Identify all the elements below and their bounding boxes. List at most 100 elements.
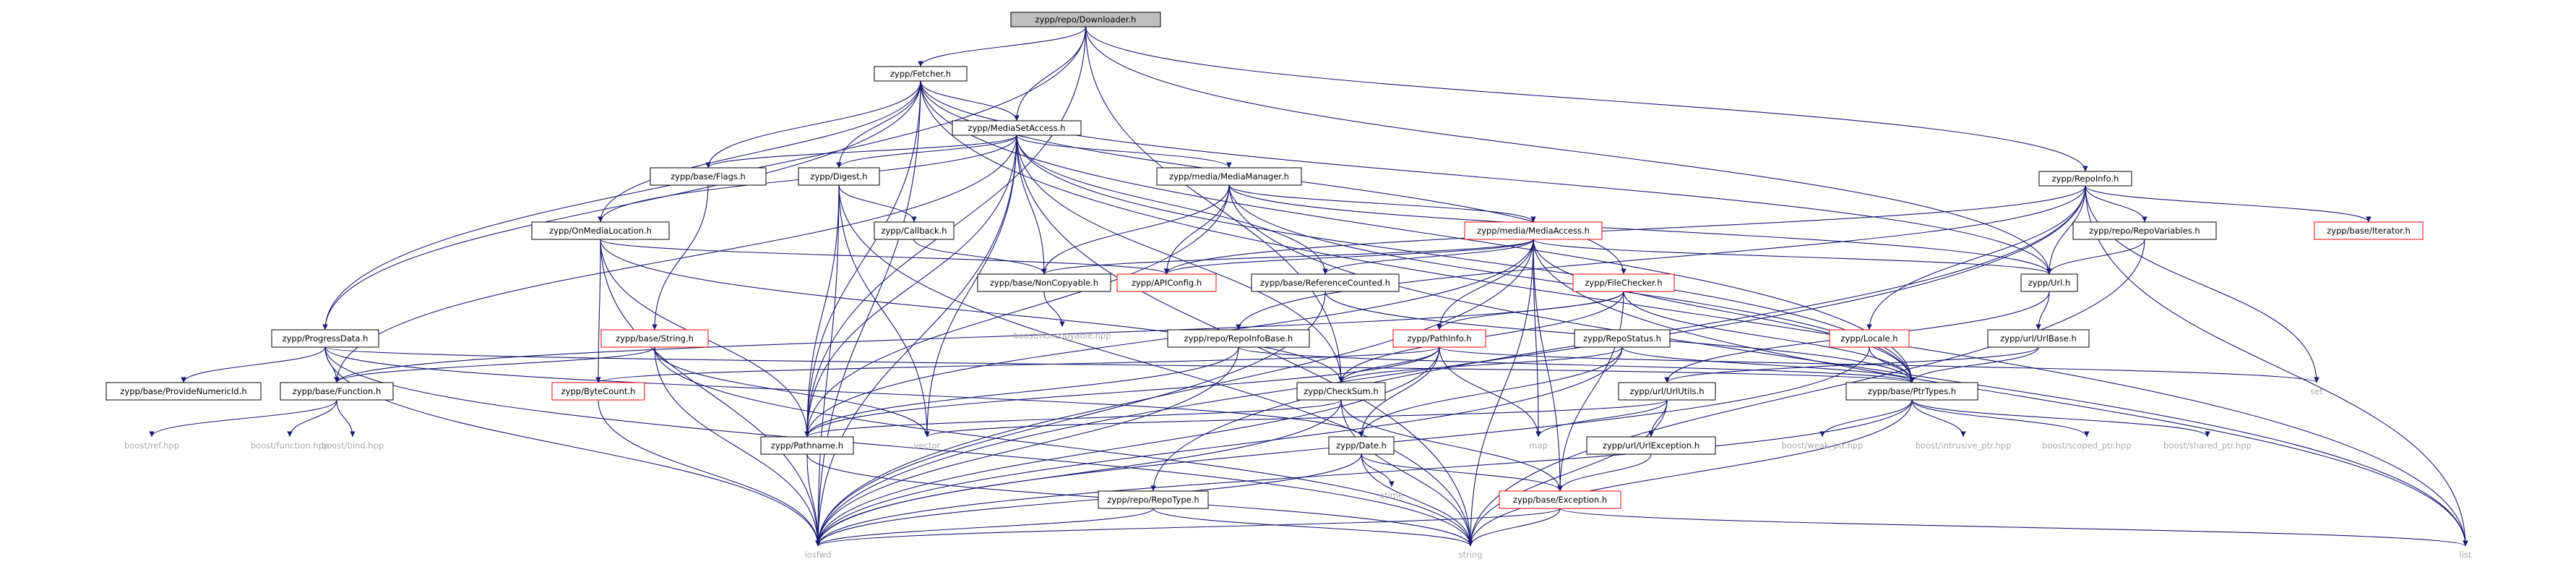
edge-string-to-vector <box>654 346 930 438</box>
edge-ptrtypes-to-sharedptr <box>1911 399 2210 438</box>
edge-mediaaccess-to-list <box>1533 239 2468 547</box>
node-zypp-url-urlbase-h[interactable]: zypp/url/UrlBase.h <box>1987 329 2090 348</box>
node-zypp-repo-repoinfobase-h[interactable]: zypp/repo/RepoInfoBase.h <box>1167 329 1310 348</box>
edge-exception-to-list <box>1559 508 2468 547</box>
edge-pathinfo-to-checksum <box>1338 346 1440 383</box>
edge-progressdata-to-providenumericid <box>181 346 326 383</box>
edge-digest-to-pathname <box>804 184 840 438</box>
node-zypp-media-mediamanager-h[interactable]: zypp/media/MediaManager.h <box>1156 167 1302 186</box>
node-box <box>977 273 1111 292</box>
node-zypp-bytecount-h[interactable]: zypp/ByteCount.h <box>551 382 645 401</box>
edge-mediasetaccess-to-refcounted <box>1016 135 1328 275</box>
edge-filechecker-to-function <box>334 291 1624 383</box>
node-zypp-repo-downloader-h[interactable]: zypp/repo/Downloader.h <box>1010 12 1161 27</box>
edge-onmedialocation-to-iosfwd <box>600 239 821 547</box>
node-zypp-mediasetaccess-h[interactable]: zypp/MediaSetAccess.h <box>952 120 1082 136</box>
edge-fetcher-to-onmedialocation <box>598 80 921 223</box>
node-zypp-base-function-h[interactable]: zypp/base/Function.h <box>280 382 394 401</box>
node-box <box>551 382 645 401</box>
node-zypp-url-h[interactable]: zypp/Url.h <box>2020 273 2078 292</box>
node-label: zypp/RepoStatus.h <box>1583 333 1661 344</box>
node-zypp-base-referencecounted-h[interactable]: zypp/base/ReferenceCounted.h <box>1251 273 1400 292</box>
node-zypp-url-urlexception-h[interactable]: zypp/url/UrlException.h <box>1586 436 1716 455</box>
node-box <box>798 167 880 186</box>
node-zypp-onmedialocation-h[interactable]: zypp/OnMediaLocation.h <box>531 221 670 240</box>
node-zypp-filechecker-h[interactable]: zypp/FileChecker.h <box>1572 273 1675 292</box>
node-zypp-repoinfo-h[interactable]: zypp/RepoInfo.h <box>2038 171 2132 187</box>
node-zypp-base-providenumericid-h[interactable]: zypp/base/ProvideNumericId.h <box>105 382 262 401</box>
node-box <box>1296 382 1386 401</box>
node-zypp-callback-h[interactable]: zypp/Callback.h <box>874 221 955 240</box>
edge-repotype-to-iosfwd <box>815 508 1154 547</box>
node-box <box>1829 329 1910 348</box>
node-zypp-base-ptrtypes-h[interactable]: zypp/base/PtrTypes.h <box>1845 382 1978 401</box>
node-zypp-pathinfo-h[interactable]: zypp/PathInfo.h <box>1392 329 1486 348</box>
node-zypp-repo-repovariables-h[interactable]: zypp/repo/RepoVariables.h <box>2072 221 2217 240</box>
node-label: map <box>1529 440 1548 451</box>
node-zypp-progressdata-h[interactable]: zypp/ProgressData.h <box>271 329 379 348</box>
edge-onmedialocation-to-bytecount <box>595 239 601 383</box>
node-zypp-fetcher-h[interactable]: zypp/Fetcher.h <box>874 66 968 82</box>
node-zypp-media-mediaaccess-h[interactable]: zypp/media/MediaAccess.h <box>1464 221 1603 240</box>
node-vector: vector <box>914 440 941 451</box>
node-zypp-repostatus-h[interactable]: zypp/RepoStatus.h <box>1574 329 1671 348</box>
node-zypp-checksum-h[interactable]: zypp/CheckSum.h <box>1296 382 1386 401</box>
node-box <box>1586 436 1716 455</box>
edge-date-to-exception <box>1361 453 1563 492</box>
node-label: zypp/Locale.h <box>1840 333 1897 344</box>
edge-digest-to-vector <box>838 184 930 438</box>
node-label: zypp/base/Iterator.h <box>2327 226 2411 236</box>
edge-noncopyable-to-boostnoncopyable <box>1043 291 1065 328</box>
edge-string-to-iosfwd <box>654 346 821 547</box>
edge-downloader-to-fetcher <box>918 26 1087 67</box>
node-label: zypp/OnMediaLocation.h <box>549 226 652 236</box>
node-label: zypp/repo/Downloader.h <box>1035 14 1137 25</box>
edge-fetcher-to-list <box>920 80 2468 547</box>
node-label: zypp/FileChecker.h <box>1585 278 1662 288</box>
node-label: zypp/APIConfig.h <box>1132 278 1202 288</box>
edge-pathinfo-to-bytecount <box>595 346 1440 383</box>
node-label: zypp/base/PtrTypes.h <box>1868 386 1956 396</box>
node-box <box>2038 171 2132 187</box>
node-zypp-pathname-h[interactable]: zypp/Pathname.h <box>760 436 854 455</box>
node-zypp-url-urlutils-h[interactable]: zypp/url/UrlUtils.h <box>1618 382 1716 401</box>
node-box <box>1987 329 2090 348</box>
node-label: boost/function.hpp <box>251 440 329 451</box>
edge-repoinfo-to-repoinfobase <box>1236 185 2086 331</box>
node-label: zypp/base/Function.h <box>293 386 381 396</box>
node-box <box>1572 273 1675 292</box>
node-box <box>271 329 379 348</box>
node-box <box>1156 167 1302 186</box>
node-zypp-base-string-h[interactable]: zypp/base/String.h <box>600 329 709 348</box>
node-label: boost/scoped_ptr.hpp <box>2042 440 2132 451</box>
node-zypp-repo-repotype-h[interactable]: zypp/repo/RepoType.h <box>1098 490 1209 509</box>
edge-function-to-boostbind <box>336 399 356 438</box>
node-zypp-apiconfig-h[interactable]: zypp/APIConfig.h <box>1116 273 1217 292</box>
edge-repoinfo-to-repovariables <box>2085 185 2148 223</box>
node-label: set <box>2310 386 2323 396</box>
edge-onmedialocation-to-checksum <box>600 239 1344 383</box>
node-box <box>1464 221 1603 240</box>
node-zypp-digest-h[interactable]: zypp/Digest.h <box>798 167 880 186</box>
node-zypp-base-noncopyable-h[interactable]: zypp/base/NonCopyable.h <box>977 273 1111 292</box>
node-zypp-base-iterator-h[interactable]: zypp/base/Iterator.h <box>2314 221 2424 240</box>
node-zypp-locale-h[interactable]: zypp/Locale.h <box>1829 329 1910 348</box>
edge-pathinfo-to-pathname <box>804 346 1440 438</box>
node-box <box>1499 490 1621 509</box>
edge-pathinfo-to-set <box>1439 346 2319 383</box>
edge-repoinfo-to-set <box>2085 185 2319 383</box>
node-zypp-base-flags-h[interactable]: zypp/base/Flags.h <box>650 167 767 186</box>
node-zypp-date-h[interactable]: zypp/Date.h <box>1328 436 1395 455</box>
edge-function-to-boostref <box>149 399 337 438</box>
node-iosfwd: iosfwd <box>805 550 832 560</box>
edge-pathinfo-to-map <box>1439 346 1541 438</box>
node-label: zypp/url/UrlUtils.h <box>1630 386 1705 396</box>
node-zypp-base-exception-h[interactable]: zypp/base/Exception.h <box>1499 490 1621 509</box>
node-label: zypp/Pathname.h <box>771 440 843 451</box>
edge-mediasetaccess-to-iosfwd <box>815 135 1017 547</box>
edge-downloader-to-mediasetaccess <box>1014 26 1087 122</box>
node-box <box>2314 221 2424 240</box>
node-label: zypp/ByteCount.h <box>561 386 636 396</box>
edge-mediaaccess-to-stdstring <box>1468 239 1534 547</box>
node-label: zypp/repo/RepoType.h <box>1107 495 1199 505</box>
